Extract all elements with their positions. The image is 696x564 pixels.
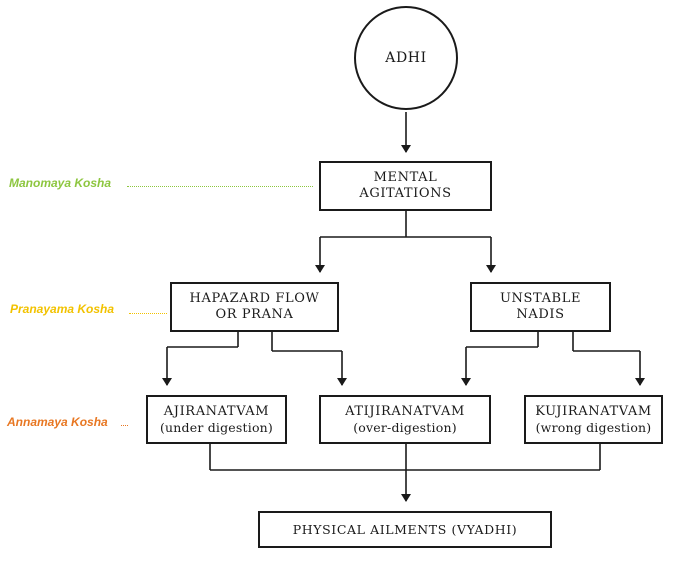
- node-physical-label: PHYSICAL AILMENTS (VYADHI): [292, 522, 518, 537]
- node-mental-line1: MENTAL: [373, 170, 438, 186]
- node-kujiranatvam: KUJIRANATVAM (wrong digestion): [524, 395, 663, 444]
- node-physical-ailments: PHYSICAL AILMENTS (VYADHI): [258, 511, 552, 548]
- node-ajira-line2: (under digestion): [159, 419, 273, 435]
- node-hapazard-line1: HAPAZARD FLOW: [189, 291, 320, 307]
- node-adhi: ADHI: [354, 6, 458, 110]
- node-ajiranatvam: AJIRANATVAM (under digestion): [146, 395, 287, 444]
- node-mental-agitations: MENTAL AGITATIONS: [319, 161, 492, 211]
- node-hapazard-line2: OR PRANA: [215, 307, 294, 322]
- kosha-label-pranayama: Pranayama Kosha: [10, 302, 115, 316]
- node-kujira-line2: (wrong digestion): [535, 419, 652, 435]
- kosha-leader-pranayama: [129, 313, 167, 314]
- node-adhi-label: ADHI: [385, 49, 427, 66]
- node-atiji-line1: ATIJIRANATVAM: [345, 404, 465, 420]
- node-mental-line2: AGITATIONS: [359, 186, 452, 201]
- node-atiji-line2: (over-digestion): [353, 419, 457, 435]
- node-unstable-nadis: UNSTABLE NADIS: [470, 282, 611, 332]
- kosha-label-manomaya: Manomaya Kosha: [9, 176, 112, 190]
- node-unstable-line2: NADIS: [516, 307, 565, 322]
- kosha-leader-manomaya: [127, 186, 313, 187]
- kosha-leader-annamaya: [121, 425, 128, 426]
- node-kujira-line1: KUJIRANATVAM: [535, 404, 652, 420]
- node-hapazard-flow: HAPAZARD FLOW OR PRANA: [170, 282, 339, 332]
- node-ajira-line1: AJIRANATVAM: [163, 404, 270, 420]
- node-unstable-line1: UNSTABLE: [499, 291, 582, 307]
- kosha-label-annamaya: Annamaya Kosha: [7, 415, 108, 429]
- node-atijiranatvam: ATIJIRANATVAM (over-digestion): [319, 395, 491, 444]
